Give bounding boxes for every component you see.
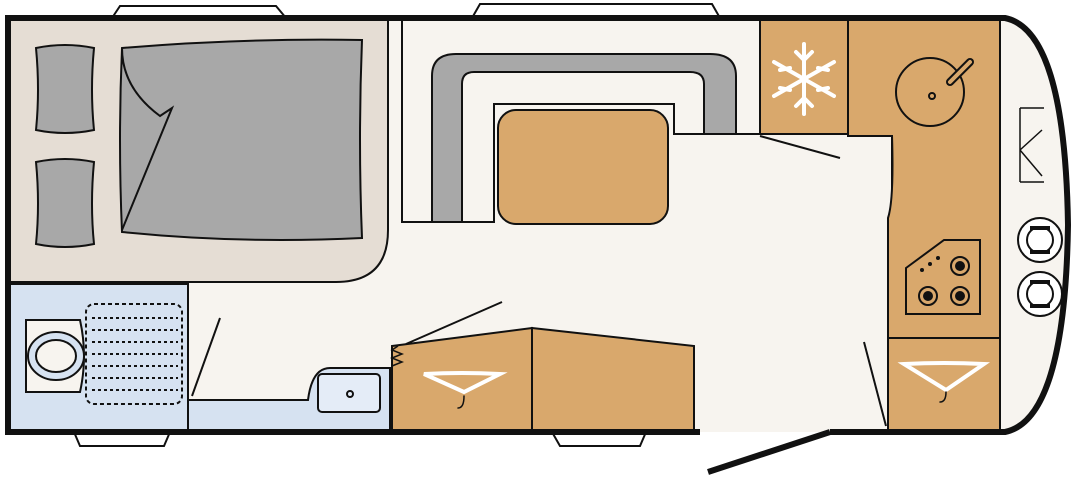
outer-walls [5,15,1072,435]
gas-bottle-icon [1017,271,1063,317]
lounge-step-line [759,135,841,159]
clothes-hanger-icon [897,361,991,403]
front-window [1019,107,1044,183]
dinette-table [497,109,669,225]
bed-folded-cover [121,47,175,231]
shower-tray-icon [85,303,183,405]
front-cupboard [863,337,1001,431]
bottom-windows [72,431,648,447]
pillow-icon [34,158,96,248]
double-bed [119,38,364,241]
three-burner-hob-icon [905,239,981,315]
front-cupboard-unit [887,337,1001,431]
fridge [759,19,849,135]
bathroom [9,283,391,431]
entry-door-swing-right [863,341,887,427]
kitchen [847,19,1001,339]
wall-outline [5,15,1072,435]
wardrobe-unit-left [391,326,533,431]
toilet-icon [25,319,85,393]
gas-bottle-icon [1017,217,1063,263]
entry-door [707,429,831,475]
pillow-icon [34,44,96,134]
shower-tray-dots [92,317,178,391]
lounge-seat [431,53,737,223]
pillows [34,44,96,248]
wardrobe [389,301,695,431]
bed-mattress [119,38,364,241]
bedroom-door-swing [405,301,503,345]
snowflake-icon [772,42,836,116]
washbasin-icon [317,373,381,413]
round-sink-icon [895,57,974,127]
wardrobe-unit-right [531,326,695,431]
zigzag-spring [389,345,405,367]
bathroom-door-swing [191,317,221,397]
clothes-hanger-icon [423,371,508,409]
